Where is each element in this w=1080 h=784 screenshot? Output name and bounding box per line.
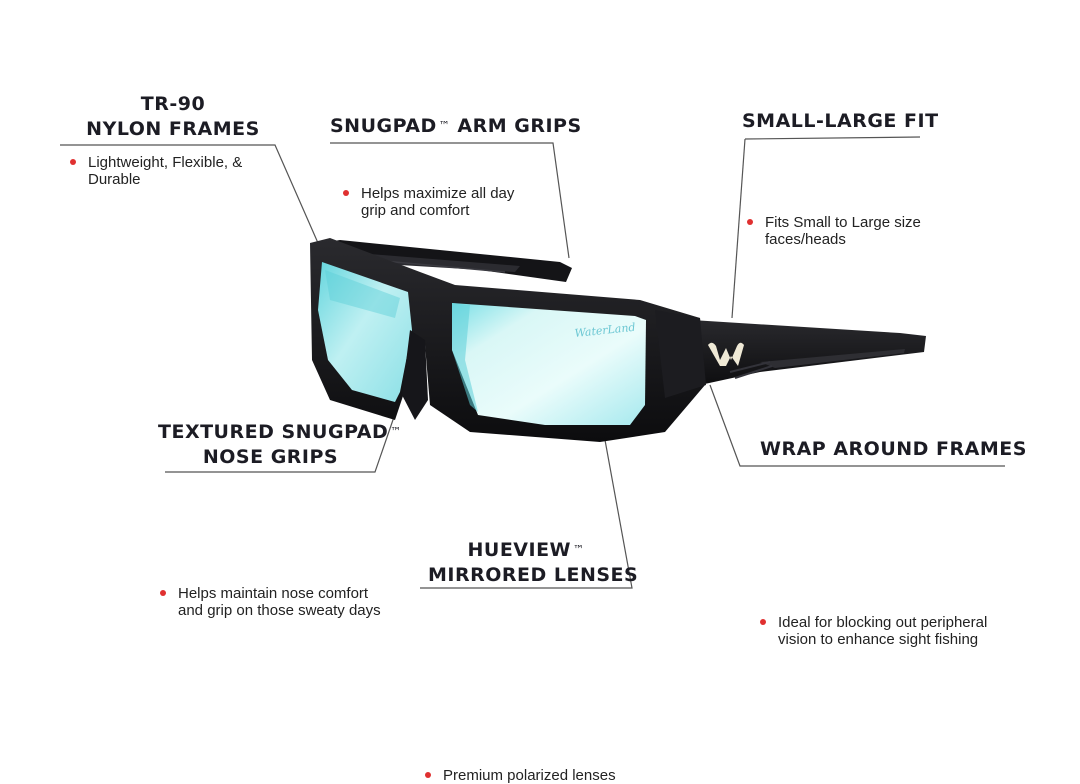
lenses-title-line2: MIRRORED LENSES <box>428 564 639 586</box>
bullet-dot-icon <box>760 619 766 625</box>
bullet-dot-icon <box>747 219 753 225</box>
lens-brand-text: WaterLand <box>574 321 636 340</box>
brand-logo-icon <box>708 342 744 366</box>
bullet-dot-icon <box>425 772 431 778</box>
wrap-title: WRAP AROUND FRAMES <box>760 438 1027 460</box>
callout-fit: SMALL-LARGE FIT <box>742 109 939 134</box>
lenses-bullet: Premium polarized lenses <box>423 767 1080 784</box>
bullet-dot-icon <box>343 190 349 196</box>
fit-bullet: Fits Small to Large size faces/heads <box>745 214 1080 248</box>
nose-grips-bullet: Helps maintain nose comfort and grip on … <box>158 585 1080 619</box>
leader-lines <box>60 136 1005 589</box>
fit-title: SMALL-LARGE FIT <box>742 110 939 132</box>
product-feature-diagram: WaterLand TR-90 NYLON FRAMES Lightweight… <box>60 92 1080 784</box>
arm-grips-bullet: Helps maximize all day grip and comfort <box>341 185 1080 219</box>
bullet-dot-icon <box>70 159 76 165</box>
frames-title-line1: TR-90 <box>140 93 206 115</box>
nose-grips-title-line2: NOSE GRIPS <box>202 446 339 468</box>
callout-wrap: WRAP AROUND FRAMES <box>760 437 1027 462</box>
callout-frames: TR-90 NYLON FRAMES <box>68 92 278 142</box>
frames-title-line2: NYLON FRAMES <box>86 118 260 140</box>
frames-bullet: Lightweight, Flexible, & Durable <box>68 154 1080 188</box>
bullet-dot-icon <box>160 590 166 596</box>
wrap-bullet: Ideal for blocking out peripheral vision… <box>758 614 1080 648</box>
sunglasses-illustration: WaterLand <box>60 136 1005 589</box>
